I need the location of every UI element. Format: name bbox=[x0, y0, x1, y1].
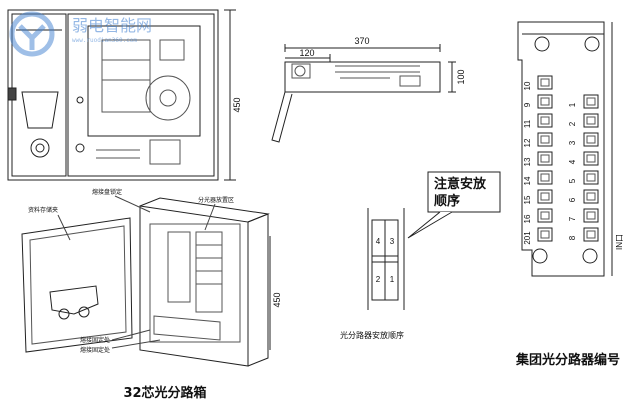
port-left-inner bbox=[540, 135, 550, 144]
group-panel bbox=[517, 21, 613, 277]
port-left bbox=[537, 113, 553, 128]
callout-line-2: 顺序 bbox=[434, 193, 460, 209]
port-number-left: 11 bbox=[523, 119, 532, 128]
side-inner-dim: 120 bbox=[299, 48, 314, 58]
port-number-left: 12 bbox=[523, 138, 532, 147]
watermark-url: www.ruodian360.com bbox=[72, 37, 137, 44]
box3d-caption: 32芯光分路箱 bbox=[123, 385, 206, 401]
port-right bbox=[583, 227, 599, 242]
port-right-inner bbox=[586, 173, 596, 182]
port-right bbox=[583, 170, 599, 185]
splitter-num-1: 1 bbox=[390, 275, 395, 284]
splitter-order-caption: 光分路器安放顺序 bbox=[340, 330, 404, 340]
port-left-inner bbox=[540, 97, 550, 106]
port-left-inner bbox=[540, 173, 550, 182]
port-number-left: 16 bbox=[523, 214, 532, 223]
port-number-right: 1 bbox=[568, 102, 577, 107]
port-number-left: 15 bbox=[523, 195, 532, 204]
port-number-right: 6 bbox=[568, 197, 577, 202]
port-left-inner bbox=[540, 230, 550, 239]
port-left bbox=[537, 227, 553, 242]
port-number-right: 2 bbox=[568, 121, 577, 126]
port-right-inner bbox=[586, 116, 596, 125]
port-number-right: 3 bbox=[568, 140, 577, 145]
in-port-label: IN口 bbox=[615, 234, 624, 250]
port-left-inner bbox=[540, 78, 550, 87]
port-right bbox=[583, 189, 599, 204]
port-left bbox=[537, 189, 553, 204]
side-height-dim: 100 bbox=[456, 69, 466, 84]
port-number-right: 4 bbox=[568, 159, 577, 164]
port-left bbox=[537, 170, 553, 185]
port-number-left: 13 bbox=[523, 157, 532, 166]
port-left-inner bbox=[540, 116, 550, 125]
port-left bbox=[537, 94, 553, 109]
label-tray-lock: 熔接盘锁定 bbox=[92, 188, 122, 196]
port-number-left: 201 bbox=[523, 231, 532, 245]
callout-line-1: 注意安放 bbox=[434, 176, 487, 192]
splitter-num-3: 3 bbox=[390, 237, 395, 246]
label-storage-folder: 资料存储夹 bbox=[28, 206, 58, 214]
port-right bbox=[583, 132, 599, 147]
port-number-left: 10 bbox=[523, 81, 532, 90]
port-right-inner bbox=[586, 154, 596, 163]
watermark-brand: 弱电智能网 bbox=[72, 16, 152, 35]
front-height-dim: 450 bbox=[232, 97, 242, 112]
port-left bbox=[537, 132, 553, 147]
port-left bbox=[537, 151, 553, 166]
port-left bbox=[537, 208, 553, 223]
port-right-inner bbox=[586, 97, 596, 106]
splitter-order bbox=[367, 171, 501, 310]
ports-left-column: 10 9 11 12 13 14 15 16 201 bbox=[523, 75, 553, 245]
port-right-inner bbox=[586, 211, 596, 220]
port-left-inner bbox=[540, 211, 550, 220]
port-number-right: 7 bbox=[568, 216, 577, 221]
port-number-left: 9 bbox=[523, 102, 532, 107]
port-right-inner bbox=[586, 230, 596, 239]
port-number-right: 5 bbox=[568, 178, 577, 183]
port-number-right: 8 bbox=[568, 235, 577, 240]
port-left-inner bbox=[540, 154, 550, 163]
splitter-num-4: 4 bbox=[376, 237, 381, 246]
port-right bbox=[583, 113, 599, 128]
side-view bbox=[271, 44, 456, 143]
port-left-inner bbox=[540, 192, 550, 201]
port-right bbox=[583, 151, 599, 166]
port-right-inner bbox=[586, 135, 596, 144]
port-right bbox=[583, 208, 599, 223]
front-view-box bbox=[7, 9, 236, 181]
group-caption: 集团光分路器编号 bbox=[515, 352, 620, 368]
port-right-inner bbox=[586, 192, 596, 201]
label-splice-fix-2: 熔接固定处 bbox=[80, 346, 110, 354]
ports-right-column: 1 2 3 4 5 6 7 8 bbox=[568, 94, 599, 242]
box3d-height-dim: 450 bbox=[272, 292, 282, 307]
port-right bbox=[583, 94, 599, 109]
port-number-left: 14 bbox=[523, 176, 532, 185]
port-left bbox=[537, 75, 553, 90]
box-3d bbox=[21, 195, 271, 367]
label-splice-fix-1: 熔接固定处 bbox=[80, 336, 110, 344]
splitter-num-2: 2 bbox=[376, 275, 381, 284]
side-width-dim: 370 bbox=[354, 36, 369, 46]
label-splitter-area: 分光器放置区 bbox=[198, 196, 234, 204]
watermark-logo-icon bbox=[9, 11, 55, 57]
